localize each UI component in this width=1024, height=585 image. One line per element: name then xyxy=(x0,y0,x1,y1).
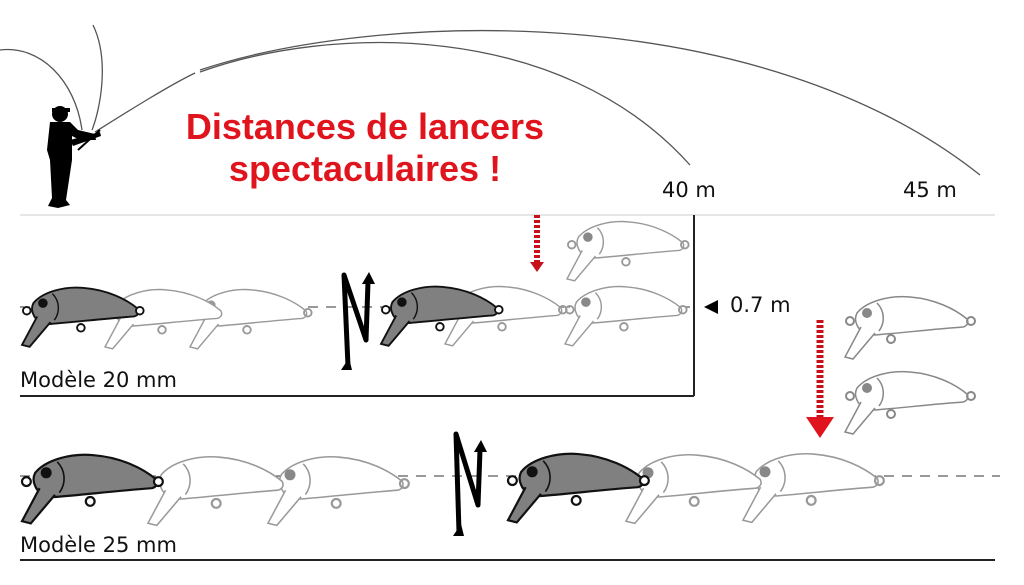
lure-icon-active xyxy=(506,452,650,524)
depth-label: 0.7 m xyxy=(730,293,791,317)
lure-icon xyxy=(146,456,284,527)
dive-arrow-icon xyxy=(806,320,834,438)
distance-label-40m: 40 m xyxy=(662,178,716,202)
lure-icon xyxy=(741,453,885,524)
depth-marker-icon xyxy=(704,300,718,314)
distance-label-45m: 45 m xyxy=(903,178,957,202)
lure-icon-active xyxy=(20,286,145,348)
model-label-20mm: Modèle 20 mm xyxy=(20,368,177,392)
headline: Distances de lancers spectaculaires ! xyxy=(140,106,590,190)
lure-icon xyxy=(843,370,976,435)
lure-icon xyxy=(624,454,762,525)
model-label-25mm: Modèle 25 mm xyxy=(20,533,177,557)
fishing-line-arc-icon xyxy=(0,24,981,176)
lure-icon xyxy=(563,285,688,347)
lure-icon xyxy=(103,288,223,350)
zigzag-action-arrow-icon xyxy=(341,272,371,367)
lure-icon xyxy=(266,456,410,527)
headline-line-2: spectaculaires ! xyxy=(228,148,502,189)
lure-icon xyxy=(565,220,690,282)
lure-icon xyxy=(843,295,976,360)
dive-arrow-icon xyxy=(530,215,544,272)
lure-icon-active xyxy=(20,453,164,525)
fisherman-silhouette-icon xyxy=(47,106,101,208)
headline-line-1: Distances de lancers xyxy=(185,106,545,147)
lure-icon-active xyxy=(379,285,504,347)
fishing-rod xyxy=(77,129,101,151)
zigzag-action-arrow-icon xyxy=(453,431,483,533)
